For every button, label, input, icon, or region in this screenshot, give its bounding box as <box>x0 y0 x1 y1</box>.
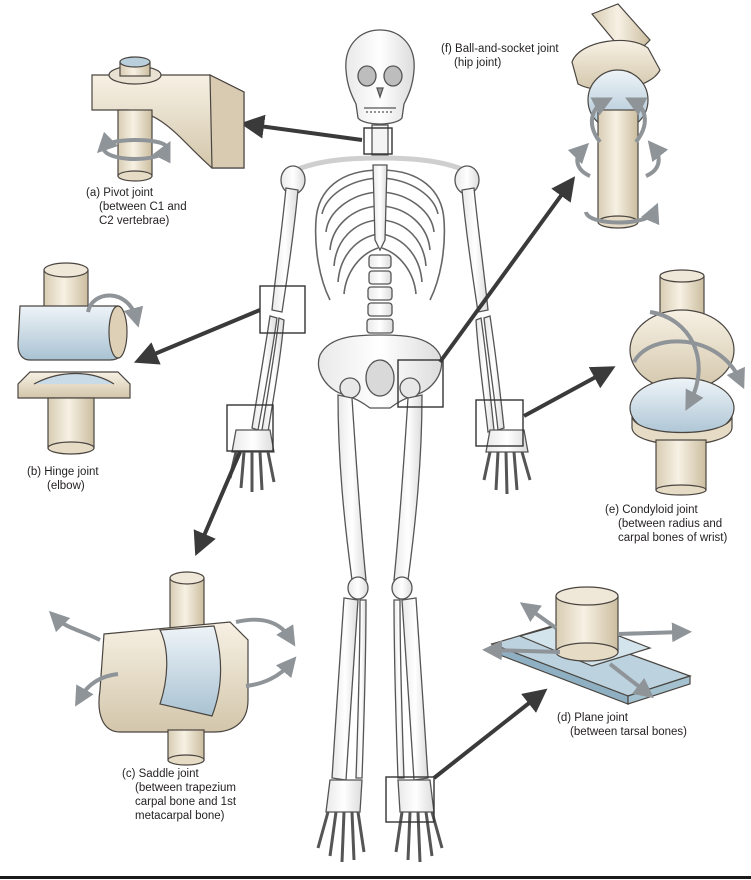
caption-saddle-detail-1: (between trapezium <box>135 782 236 794</box>
pivot-joint-illustration <box>91 56 245 182</box>
callout-box-neck <box>363 127 393 155</box>
leader-arrow-plane <box>432 688 548 780</box>
caption-saddle-name: (c) Saddle joint <box>122 768 199 780</box>
caption-ball-detail-1: (hip joint) <box>454 57 502 69</box>
caption-plane-name: (d) Plane joint <box>557 712 628 724</box>
leader-arrow-pivot <box>240 114 363 142</box>
left-hand <box>228 429 276 492</box>
caption-condyloid-detail-1: (between radius and <box>618 518 723 530</box>
caption-hinge-name: (b) Hinge joint <box>27 466 99 478</box>
caption-condyloid-detail-2: carpal bones of wrist) <box>618 532 728 544</box>
hinge-joint-illustration <box>17 262 144 455</box>
caption-saddle: (c) Saddle joint (between trapezium carp… <box>122 767 236 823</box>
caption-pivot-detail-1: (between C1 and <box>99 201 187 213</box>
skull <box>345 29 415 125</box>
lumbar-spine <box>366 254 394 334</box>
saddle-joint-illustration <box>48 571 297 766</box>
rib-cage <box>314 169 446 301</box>
callout-box-left-wrist <box>226 404 274 452</box>
caption-pivot: (a) Pivot joint (between C1 and C2 verte… <box>86 186 187 228</box>
callout-box-ankle <box>385 776 435 823</box>
leader-arrow-ball <box>438 176 576 364</box>
caption-ball-name: (f) Ball-and-socket joint <box>441 43 559 55</box>
caption-ball-and-socket: (f) Ball-and-socket joint (hip joint) <box>441 42 559 70</box>
caption-condyloid: (e) Condyloid joint (between radius and … <box>605 503 727 545</box>
caption-plane: (d) Plane joint (between tarsal bones) <box>557 711 687 739</box>
caption-hinge: (b) Hinge joint (elbow) <box>27 465 99 493</box>
ball-and-socket-joint-illustration <box>567 3 669 229</box>
callout-box-elbow <box>259 285 306 334</box>
caption-pivot-detail-2: C2 vertebrae) <box>99 215 170 227</box>
caption-saddle-detail-2: carpal bone and 1st <box>135 796 237 808</box>
caption-saddle-detail-3: metacarpal bone) <box>135 810 225 822</box>
leader-arrow-hinge <box>133 308 261 365</box>
caption-condyloid-name: (e) Condyloid joint <box>605 504 698 516</box>
human-skeleton <box>228 29 532 863</box>
caption-plane-detail-1: (between tarsal bones) <box>570 726 687 738</box>
left-foot <box>316 779 366 863</box>
caption-hinge-detail-1: (elbow) <box>47 480 85 492</box>
leader-arrow-condyloid <box>523 366 616 418</box>
plane-joint-illustration <box>482 586 692 705</box>
right-foot <box>394 779 444 863</box>
cervical-spine <box>371 124 389 156</box>
bottom-rule <box>0 876 751 879</box>
condyloid-joint-illustration <box>629 269 745 496</box>
leader-arrow-saddle <box>193 451 242 557</box>
callout-box-hip <box>397 359 444 408</box>
caption-pivot-name: (a) Pivot joint <box>86 187 154 199</box>
callout-box-right-wrist <box>475 399 524 447</box>
